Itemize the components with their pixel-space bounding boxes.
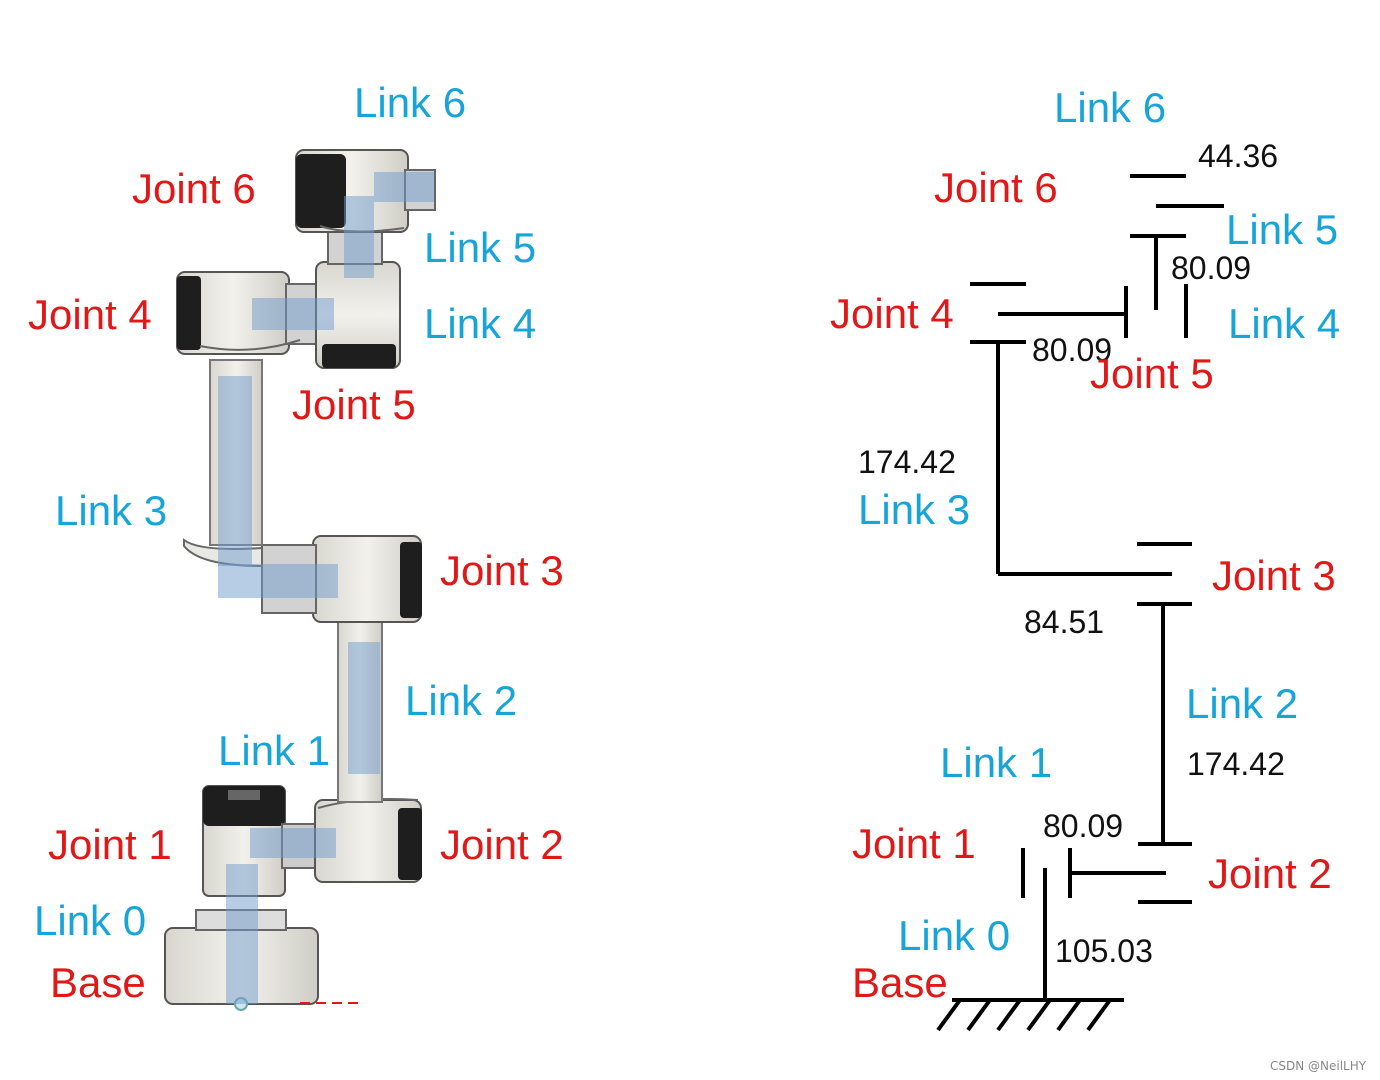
- link-highlight-overlays: [218, 172, 434, 1004]
- left-link3-label: Link 3: [55, 487, 167, 534]
- right-link2-dimension: 174.42: [1187, 746, 1285, 782]
- left-joint3-label: Joint 3: [440, 547, 564, 594]
- right-joint2-label: Joint 2: [1208, 850, 1332, 897]
- right-link0-label: Link 0: [898, 912, 1010, 959]
- right-link4-label: Link 4: [1228, 300, 1340, 347]
- right-joint6-label: Joint 6: [934, 164, 1058, 211]
- left-link6-label: Link 6: [354, 79, 466, 126]
- right-link5-dimension: 80.09: [1171, 250, 1251, 286]
- right-link2-label: Link 2: [1186, 680, 1298, 727]
- kinematic-schematic: [936, 174, 1224, 1032]
- left-joint6-label: Joint 6: [132, 165, 256, 212]
- right-link6-label: Link 6: [1054, 84, 1166, 131]
- joint3-symbol: [1137, 542, 1192, 606]
- right-labels: Link 6 44.36 Joint 6 Link 5 80.09 Joint …: [830, 84, 1340, 1006]
- right-joint4-label: Joint 4: [830, 290, 954, 337]
- left-joint2-label: Joint 2: [440, 821, 564, 868]
- joint4-symbol: [970, 282, 1026, 344]
- link3-highlight: [218, 376, 252, 566]
- base-block: [164, 909, 360, 1011]
- link2-highlight: [348, 642, 380, 774]
- left-link1-label: Link 1: [218, 727, 330, 774]
- joint6-symbol: [1130, 174, 1224, 208]
- left-link0-label: Link 0: [34, 897, 146, 944]
- right-link2-offset-dimension: 84.51: [1024, 604, 1104, 640]
- right-joint3-label: Joint 3: [1212, 552, 1336, 599]
- left-base-label: Base: [50, 959, 146, 1006]
- joint5-symbol: [1124, 284, 1188, 338]
- right-link1-label: Link 1: [940, 739, 1052, 786]
- watermark: CSDN @NeilLHY: [1270, 1059, 1367, 1073]
- link1-highlight: [250, 828, 336, 858]
- left-joint4-label: Joint 4: [28, 291, 152, 338]
- link5-highlight: [344, 196, 374, 278]
- ground-symbol: [936, 998, 1124, 1032]
- left-joint5-label: Joint 5: [292, 381, 416, 428]
- joint2-motor: [314, 798, 422, 883]
- joint4-motor: [176, 271, 321, 355]
- right-base-label: Base: [852, 959, 948, 1006]
- joint3-motor: [183, 535, 422, 623]
- right-link1-dimension: 80.09: [1043, 808, 1123, 844]
- right-link3-dimension: 174.42: [858, 444, 956, 480]
- left-joint1-label: Joint 1: [48, 821, 172, 868]
- robot-arm-render: [164, 149, 436, 1011]
- right-link6-dimension: 44.36: [1198, 138, 1278, 174]
- right-link4-dimension: 80.09: [1032, 332, 1112, 368]
- right-link3-label: Link 3: [858, 486, 970, 533]
- right-link5-label: Link 5: [1226, 206, 1338, 253]
- link0-highlight: [226, 864, 258, 1004]
- left-labels: Link 6 Joint 6 Link 5 Joint 4 Link 4 Joi…: [28, 79, 564, 1006]
- link4-highlight: [252, 298, 334, 330]
- right-joint5-label: Joint 5: [1090, 350, 1214, 397]
- link3-bottom-highlight: [218, 564, 338, 598]
- right-joint1-label: Joint 1: [852, 820, 976, 867]
- left-link2-label: Link 2: [405, 677, 517, 724]
- left-link4-label: Link 4: [424, 300, 536, 347]
- right-link0-dimension: 105.03: [1055, 933, 1153, 969]
- link6-highlight: [374, 172, 434, 202]
- left-link5-label: Link 5: [424, 224, 536, 271]
